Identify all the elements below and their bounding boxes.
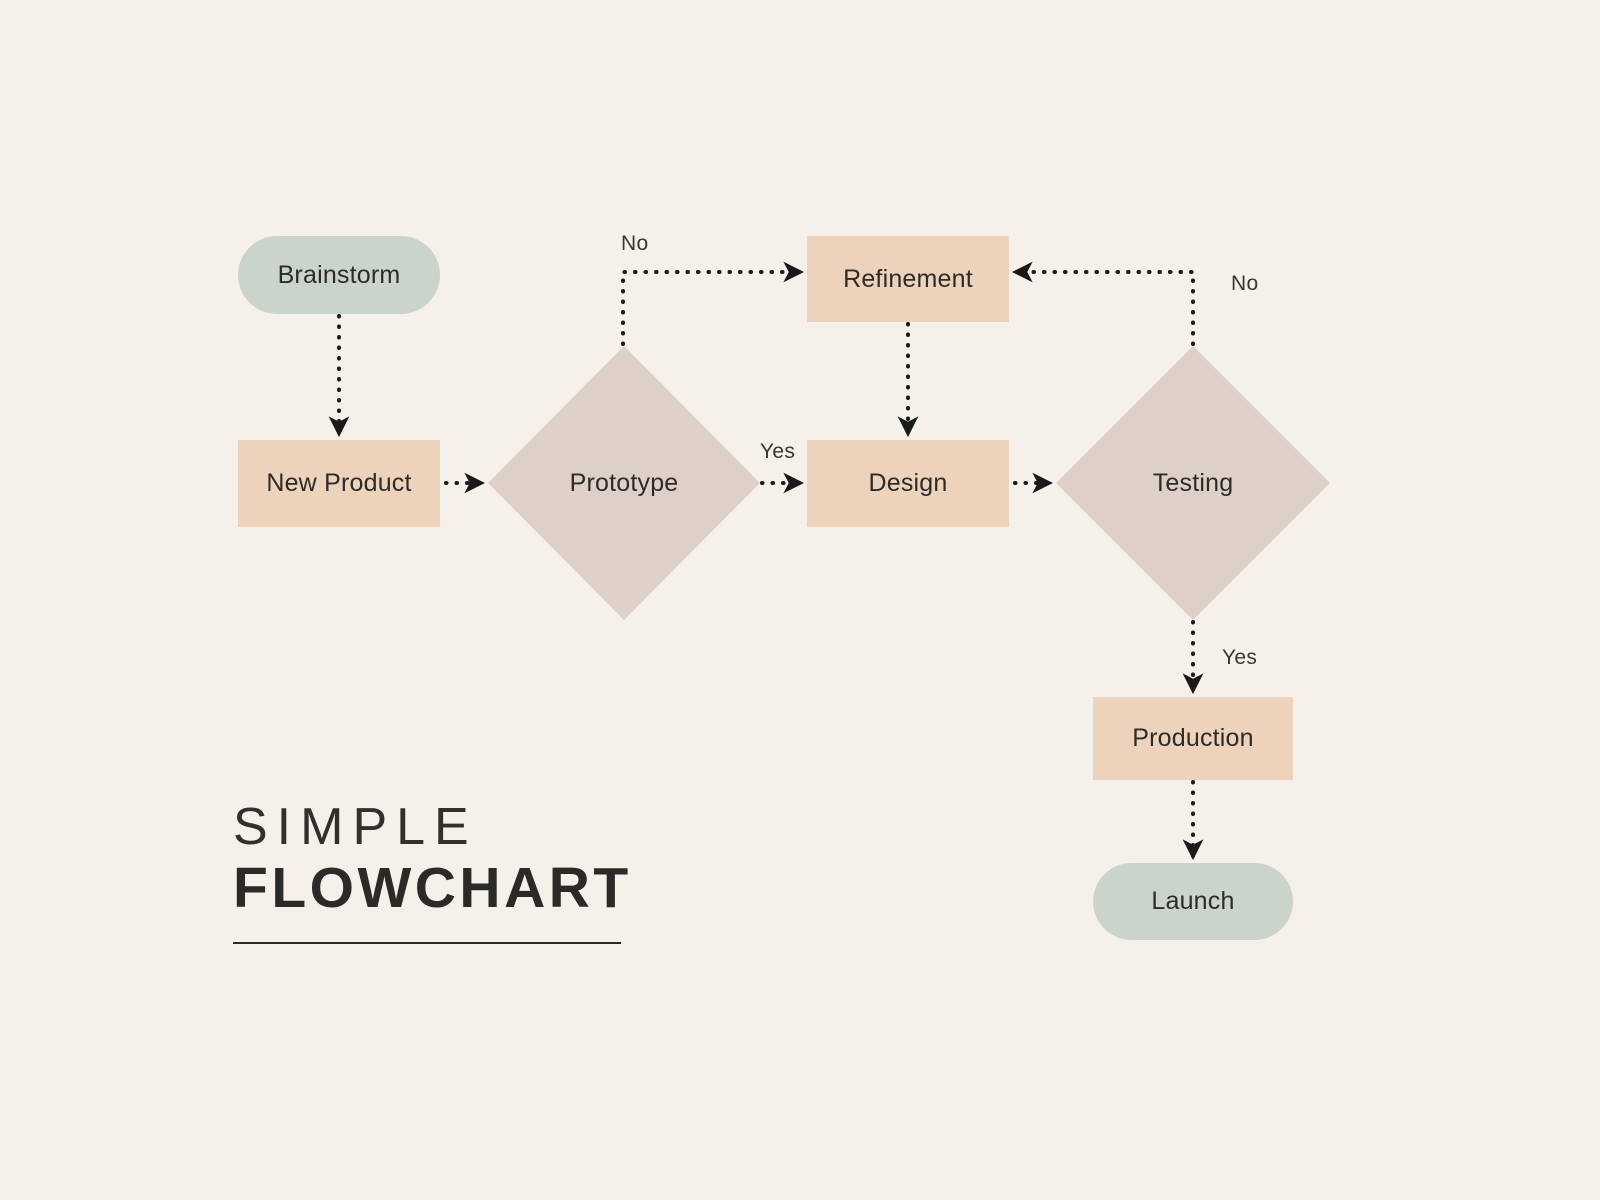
node-brainstorm[interactable]: Brainstorm: [238, 236, 440, 314]
edge-label-yes-production: Yes: [1222, 646, 1258, 669]
node-design-label: Design: [868, 469, 948, 497]
node-production-label: Production: [1132, 724, 1254, 752]
node-new-product-label: New Product: [266, 469, 412, 497]
node-launch[interactable]: Launch: [1093, 863, 1293, 940]
title-block: SIMPLE FLOWCHART: [233, 800, 753, 944]
title-underline-rule: [233, 941, 621, 944]
edge-label-no-testing: No: [1231, 272, 1259, 295]
edge-label-no-prototype: No: [621, 232, 649, 255]
node-design[interactable]: Design: [807, 440, 1009, 527]
edge-prototype-to-refinement-no: [621, 261, 805, 346]
node-refinement-label: Refinement: [843, 264, 973, 293]
node-testing[interactable]: Testing: [1056, 346, 1330, 620]
edge-label-yes-design: Yes: [760, 440, 796, 463]
title-line-flowchart: FLOWCHART: [233, 856, 632, 921]
title-line-simple: SIMPLE: [233, 798, 478, 856]
node-new-product[interactable]: New Product: [238, 440, 440, 527]
node-prototype[interactable]: Prototype: [488, 346, 760, 620]
edge-testing-to-refinement-no: [1011, 261, 1195, 346]
node-prototype-label: Prototype: [569, 468, 679, 497]
node-refinement[interactable]: Refinement: [807, 236, 1009, 322]
node-launch-label: Launch: [1151, 887, 1235, 915]
node-production[interactable]: Production: [1093, 697, 1293, 780]
node-brainstorm-label: Brainstorm: [277, 260, 401, 289]
node-testing-label: Testing: [1152, 468, 1234, 497]
